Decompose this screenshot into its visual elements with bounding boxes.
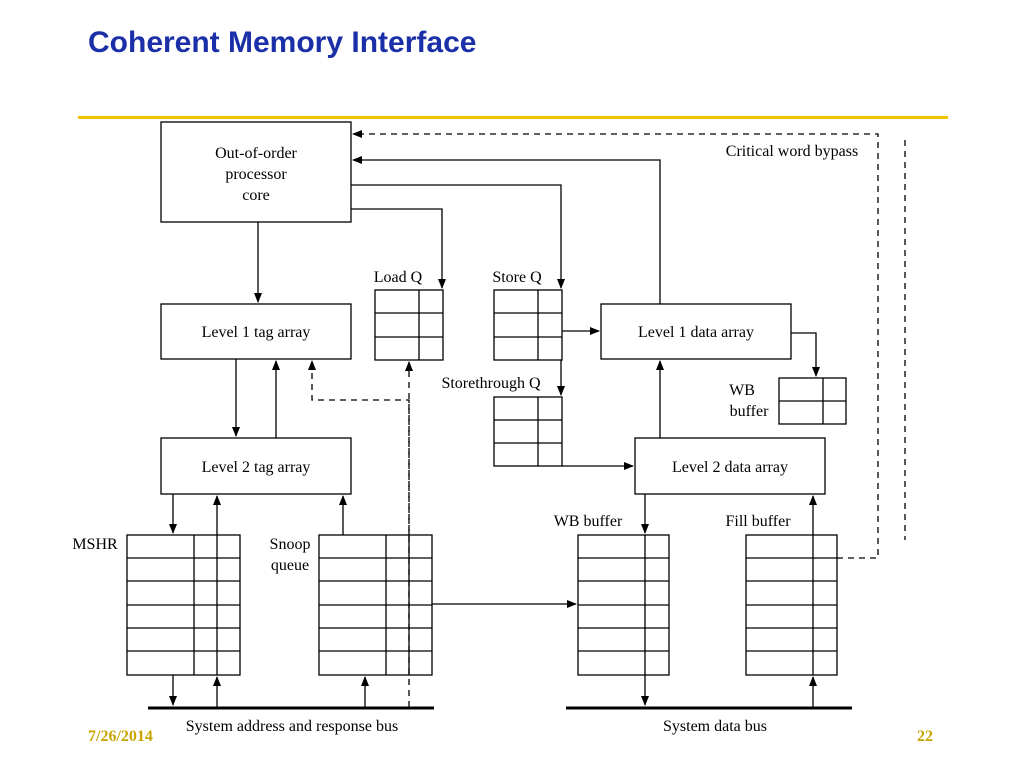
- l2-tag-label: Level 2 tag array: [202, 459, 311, 476]
- lower-wb-buffer-grid: [577, 534, 670, 676]
- address-bus-label: System address and response bus: [186, 718, 398, 735]
- fill-buffer-label: Fill buffer: [725, 513, 791, 530]
- core-label-line2: processor: [225, 166, 287, 183]
- l1-tag-array-box: [160, 303, 352, 360]
- core-label-line1: Out-of-order: [215, 145, 297, 162]
- store-q-label: Store Q: [492, 269, 542, 286]
- upper-wb-label-line1: WB: [729, 382, 755, 399]
- fill-buffer-grid: [745, 534, 838, 676]
- l2-data-array-box: [634, 437, 826, 495]
- snoop-to-l1tag-dashed-arrow: [308, 360, 410, 535]
- slide-date: 7/26/2014: [88, 728, 153, 745]
- data-bus-label: System data bus: [663, 718, 767, 735]
- storethrough-q-label: Storethrough Q: [441, 375, 541, 392]
- upper-wb-buffer-grid: [778, 377, 847, 425]
- upper-wb-label-line2: buffer: [730, 403, 769, 420]
- core-label-line3: core: [242, 187, 270, 204]
- lower-wb-label: WB buffer: [554, 513, 623, 530]
- l1-tag-label: Level 1 tag array: [202, 324, 311, 341]
- l2-data-label: Level 2 data array: [672, 459, 788, 476]
- l1data-to-wb-arrow: [791, 332, 820, 377]
- snoop-label-line2: queue: [271, 557, 309, 574]
- critical-word-bypass-label: Critical word bypass: [726, 143, 858, 160]
- slide-title: Coherent Memory Interface: [88, 26, 477, 59]
- snoop-label-line1: Snoop: [270, 536, 311, 553]
- slide-page-number: 22: [917, 728, 933, 745]
- l2-tag-array-box: [160, 437, 352, 495]
- mshr-label: MSHR: [72, 536, 118, 553]
- l1-data-array-box: [600, 303, 792, 360]
- load-queue-grid: [374, 289, 444, 361]
- title-divider: [78, 116, 948, 119]
- load-q-label: Load Q: [374, 269, 423, 286]
- storethrough-queue-grid: [493, 396, 563, 467]
- l1data-to-core-arrow: [352, 156, 661, 304]
- critical-word-bypass-line: [352, 130, 879, 559]
- core-to-loadq-arrow: [351, 208, 446, 289]
- store-queue-grid: [493, 289, 563, 361]
- l1-data-label: Level 1 data array: [638, 324, 754, 341]
- processor-core-box: [160, 121, 352, 223]
- core-to-storeq-arrow: [351, 184, 565, 289]
- snoop-queue-grid: [318, 534, 433, 676]
- mshr-grid: [126, 534, 241, 676]
